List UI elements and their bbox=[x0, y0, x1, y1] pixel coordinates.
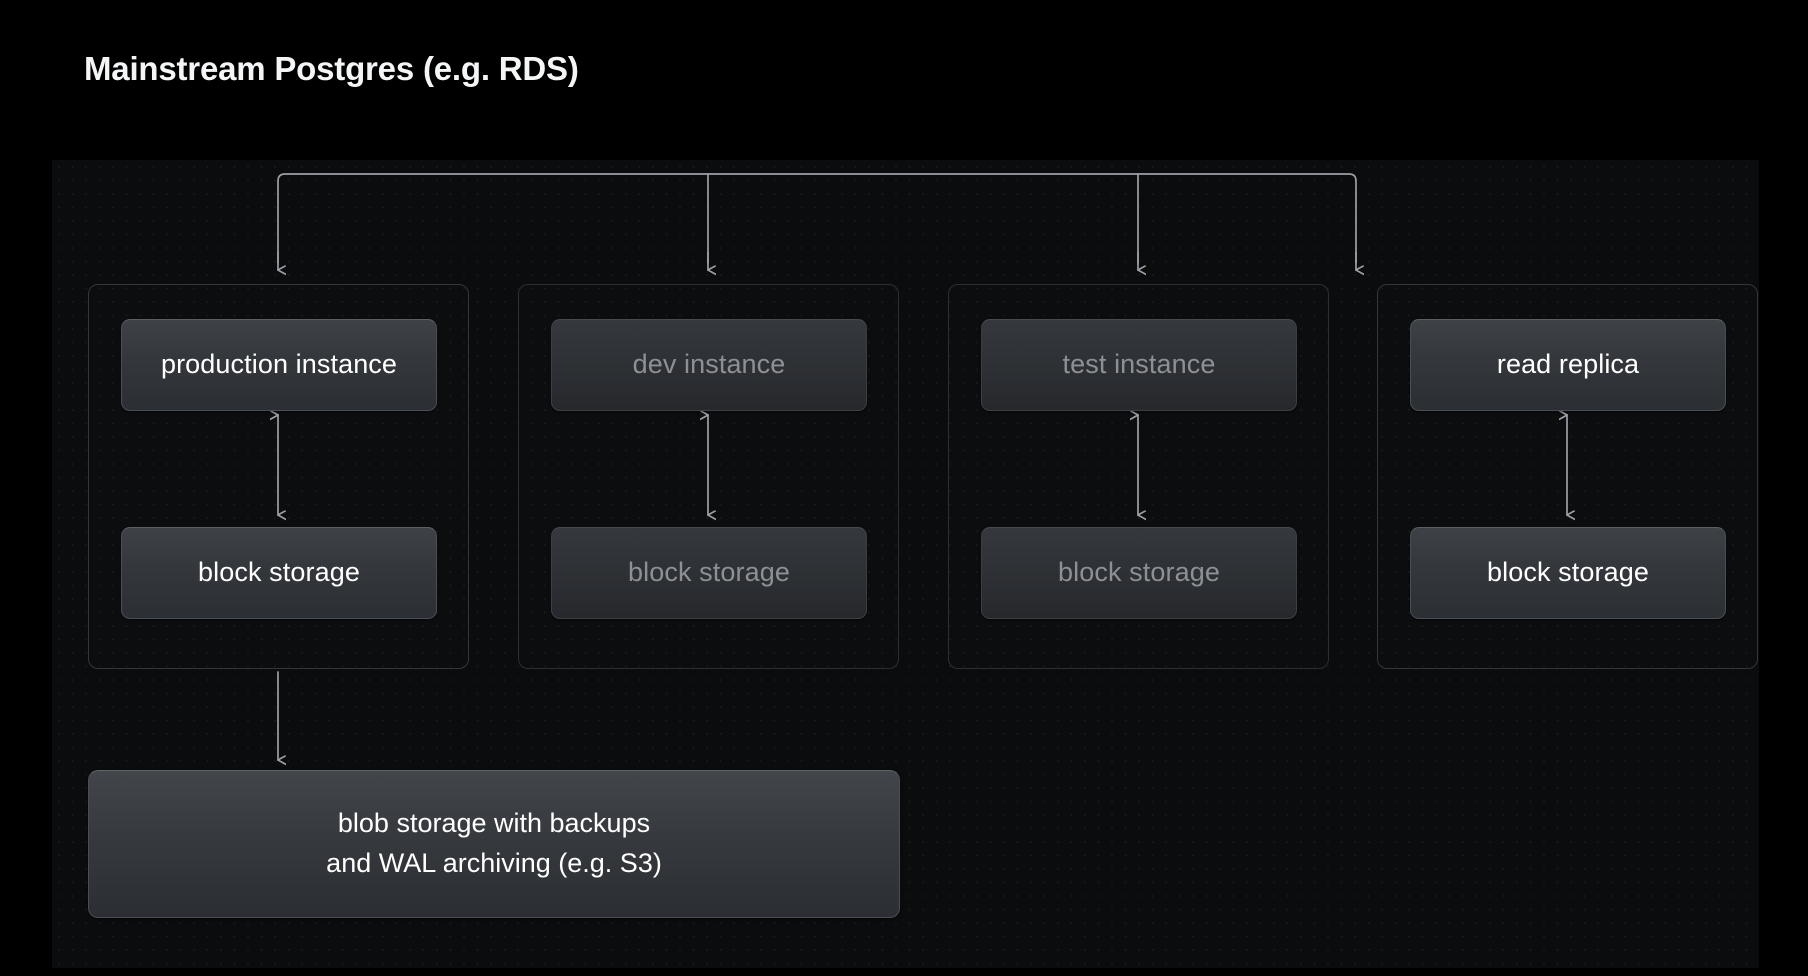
group-test[interactable]: test instance block storage bbox=[948, 284, 1329, 669]
blob-storage-line-1: blob storage with backups bbox=[337, 808, 651, 839]
group-production[interactable]: production instance block storage bbox=[88, 284, 469, 669]
node-production-block-storage[interactable]: block storage bbox=[121, 527, 437, 619]
trunk-branch-1 bbox=[277, 173, 1357, 264]
node-test-block-storage[interactable]: block storage bbox=[981, 527, 1297, 619]
node-test-instance[interactable]: test instance bbox=[981, 319, 1297, 411]
group-read-replica[interactable]: read replica block storage bbox=[1377, 284, 1758, 669]
node-production-instance[interactable]: production instance bbox=[121, 319, 437, 411]
node-read-replica[interactable]: read replica bbox=[1410, 319, 1726, 411]
node-dev-instance[interactable]: dev instance bbox=[551, 319, 867, 411]
node-dev-block-storage[interactable]: block storage bbox=[551, 527, 867, 619]
group-dev[interactable]: dev instance block storage bbox=[518, 284, 899, 669]
node-blob-storage[interactable]: blob storage with backups and WAL archiv… bbox=[88, 770, 900, 918]
diagram-canvas: production instance block storage dev in… bbox=[52, 160, 1759, 968]
node-read-replica-block-storage[interactable]: block storage bbox=[1410, 527, 1726, 619]
blob-storage-line-2: and WAL archiving (e.g. S3) bbox=[326, 848, 662, 878]
page-title: Mainstream Postgres (e.g. RDS) bbox=[84, 50, 579, 87]
